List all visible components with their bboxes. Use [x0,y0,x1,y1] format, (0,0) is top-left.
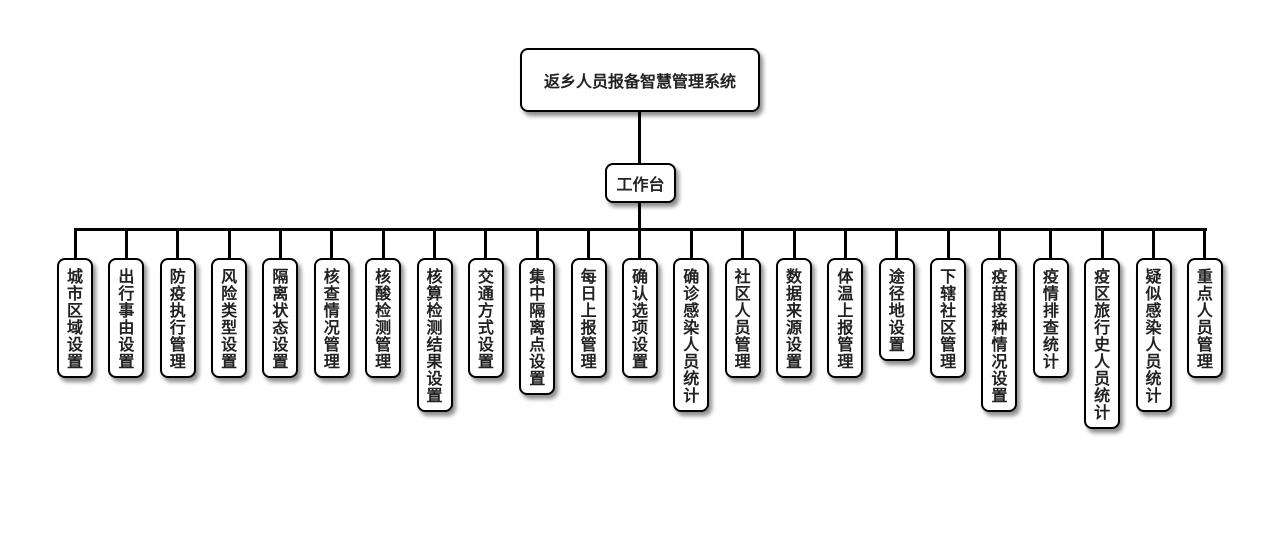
leaf-label: 风险类型设置 [221,267,238,371]
leaf-node: 体温上报管理 [827,258,864,378]
leaf-label: 核酸检测管理 [375,267,392,371]
root-node: 返乡人员报备智慧管理系统 [520,48,760,112]
leaf-node: 集中隔离点设置 [519,258,556,395]
leaf-connector [330,229,334,259]
leaf-connector [381,229,385,259]
leaf-connector [1100,229,1104,259]
leaf-connector [1049,229,1053,259]
leaf-connector [792,229,796,259]
hub-connector [638,203,641,230]
hub-label: 工作台 [616,175,665,194]
leaf-connector [997,229,1001,259]
leaf-node: 核算检测结果设置 [416,258,453,412]
leaf-label: 重点人员管理 [1196,267,1213,371]
root-label: 返乡人员报备智慧管理系统 [543,72,736,91]
leaf-connector [843,229,847,259]
leaf-node: 核查情况管理 [313,258,350,378]
leaf-connector [1152,229,1156,259]
leaf-connector [741,229,745,259]
leaf-connector [433,229,437,259]
leaf-label: 核查情况管理 [323,267,340,371]
leaf-label: 防疫执行管理 [169,267,186,371]
leaf-connector [895,229,899,259]
leaf-label: 疫区旅行史人员统计 [1094,267,1111,422]
leaf-label: 出行事由设置 [118,267,135,371]
leaf-label: 城市区域设置 [66,267,83,371]
leaf-connector [484,229,488,259]
leaf-label: 交通方式设置 [477,267,494,371]
leaf-label: 疫苗接种情况设置 [991,267,1008,405]
leaf-connector [227,229,231,259]
leaf-node: 防疫执行管理 [159,258,196,378]
leaf-label: 疑似感染人员统计 [1145,267,1162,405]
leaf-label: 体温上报管理 [837,267,854,371]
leaf-label: 疫情排查统计 [1042,267,1059,371]
leaf-node: 确认选项设置 [621,258,658,378]
leaf-connector [1203,229,1207,259]
leaf-node: 城市区域设置 [57,258,93,378]
leaf-node: 每日上报管理 [570,258,607,378]
leaf-node: 隔离状态设置 [262,258,299,378]
leaf-connector [638,229,642,259]
leaf-node: 疑似感染人员统计 [1135,258,1172,412]
root-connector [638,112,641,164]
leaf-connector [73,229,77,259]
leaf-node: 出行事由设置 [108,258,145,378]
leaf-connector [689,229,693,259]
leaf-node: 疫区旅行史人员统计 [1084,258,1121,429]
leaf-node: 交通方式设置 [467,258,504,378]
leaf-connector [946,229,950,259]
leaf-label: 下辖社区管理 [940,267,957,371]
leaf-node: 确诊感染人员统计 [673,258,710,412]
leaf-label: 社区人员管理 [734,267,751,371]
leaf-node: 疫苗接种情况设置 [981,258,1018,412]
leaf-label: 每日上报管理 [580,267,597,371]
leaf-connector [124,229,128,259]
leaf-connector [176,229,180,259]
leaf-node: 数据来源设置 [776,258,813,378]
leaf-label: 数据来源设置 [786,267,803,371]
leaf-label: 途径地设置 [888,267,905,354]
leaf-label: 集中隔离点设置 [529,267,546,388]
leaf-node: 核酸检测管理 [365,258,402,378]
leaf-node: 疫情排查统计 [1032,258,1069,378]
hub-node: 工作台 [605,163,676,203]
leaf-label: 核算检测结果设置 [426,267,443,405]
leaf-label: 确诊感染人员统计 [683,267,700,405]
leaf-node: 途径地设置 [878,258,915,361]
leaf-connector [535,229,539,259]
leaf-label: 确认选项设置 [631,267,648,371]
leaf-node: 社区人员管理 [724,258,761,378]
leaf-node: 重点人员管理 [1186,258,1223,378]
leaf-node: 下辖社区管理 [930,258,967,378]
leaf-connector [278,229,282,259]
leaf-label: 隔离状态设置 [272,267,289,371]
leaf-connector [587,229,591,259]
leaf-node: 风险类型设置 [211,258,248,378]
